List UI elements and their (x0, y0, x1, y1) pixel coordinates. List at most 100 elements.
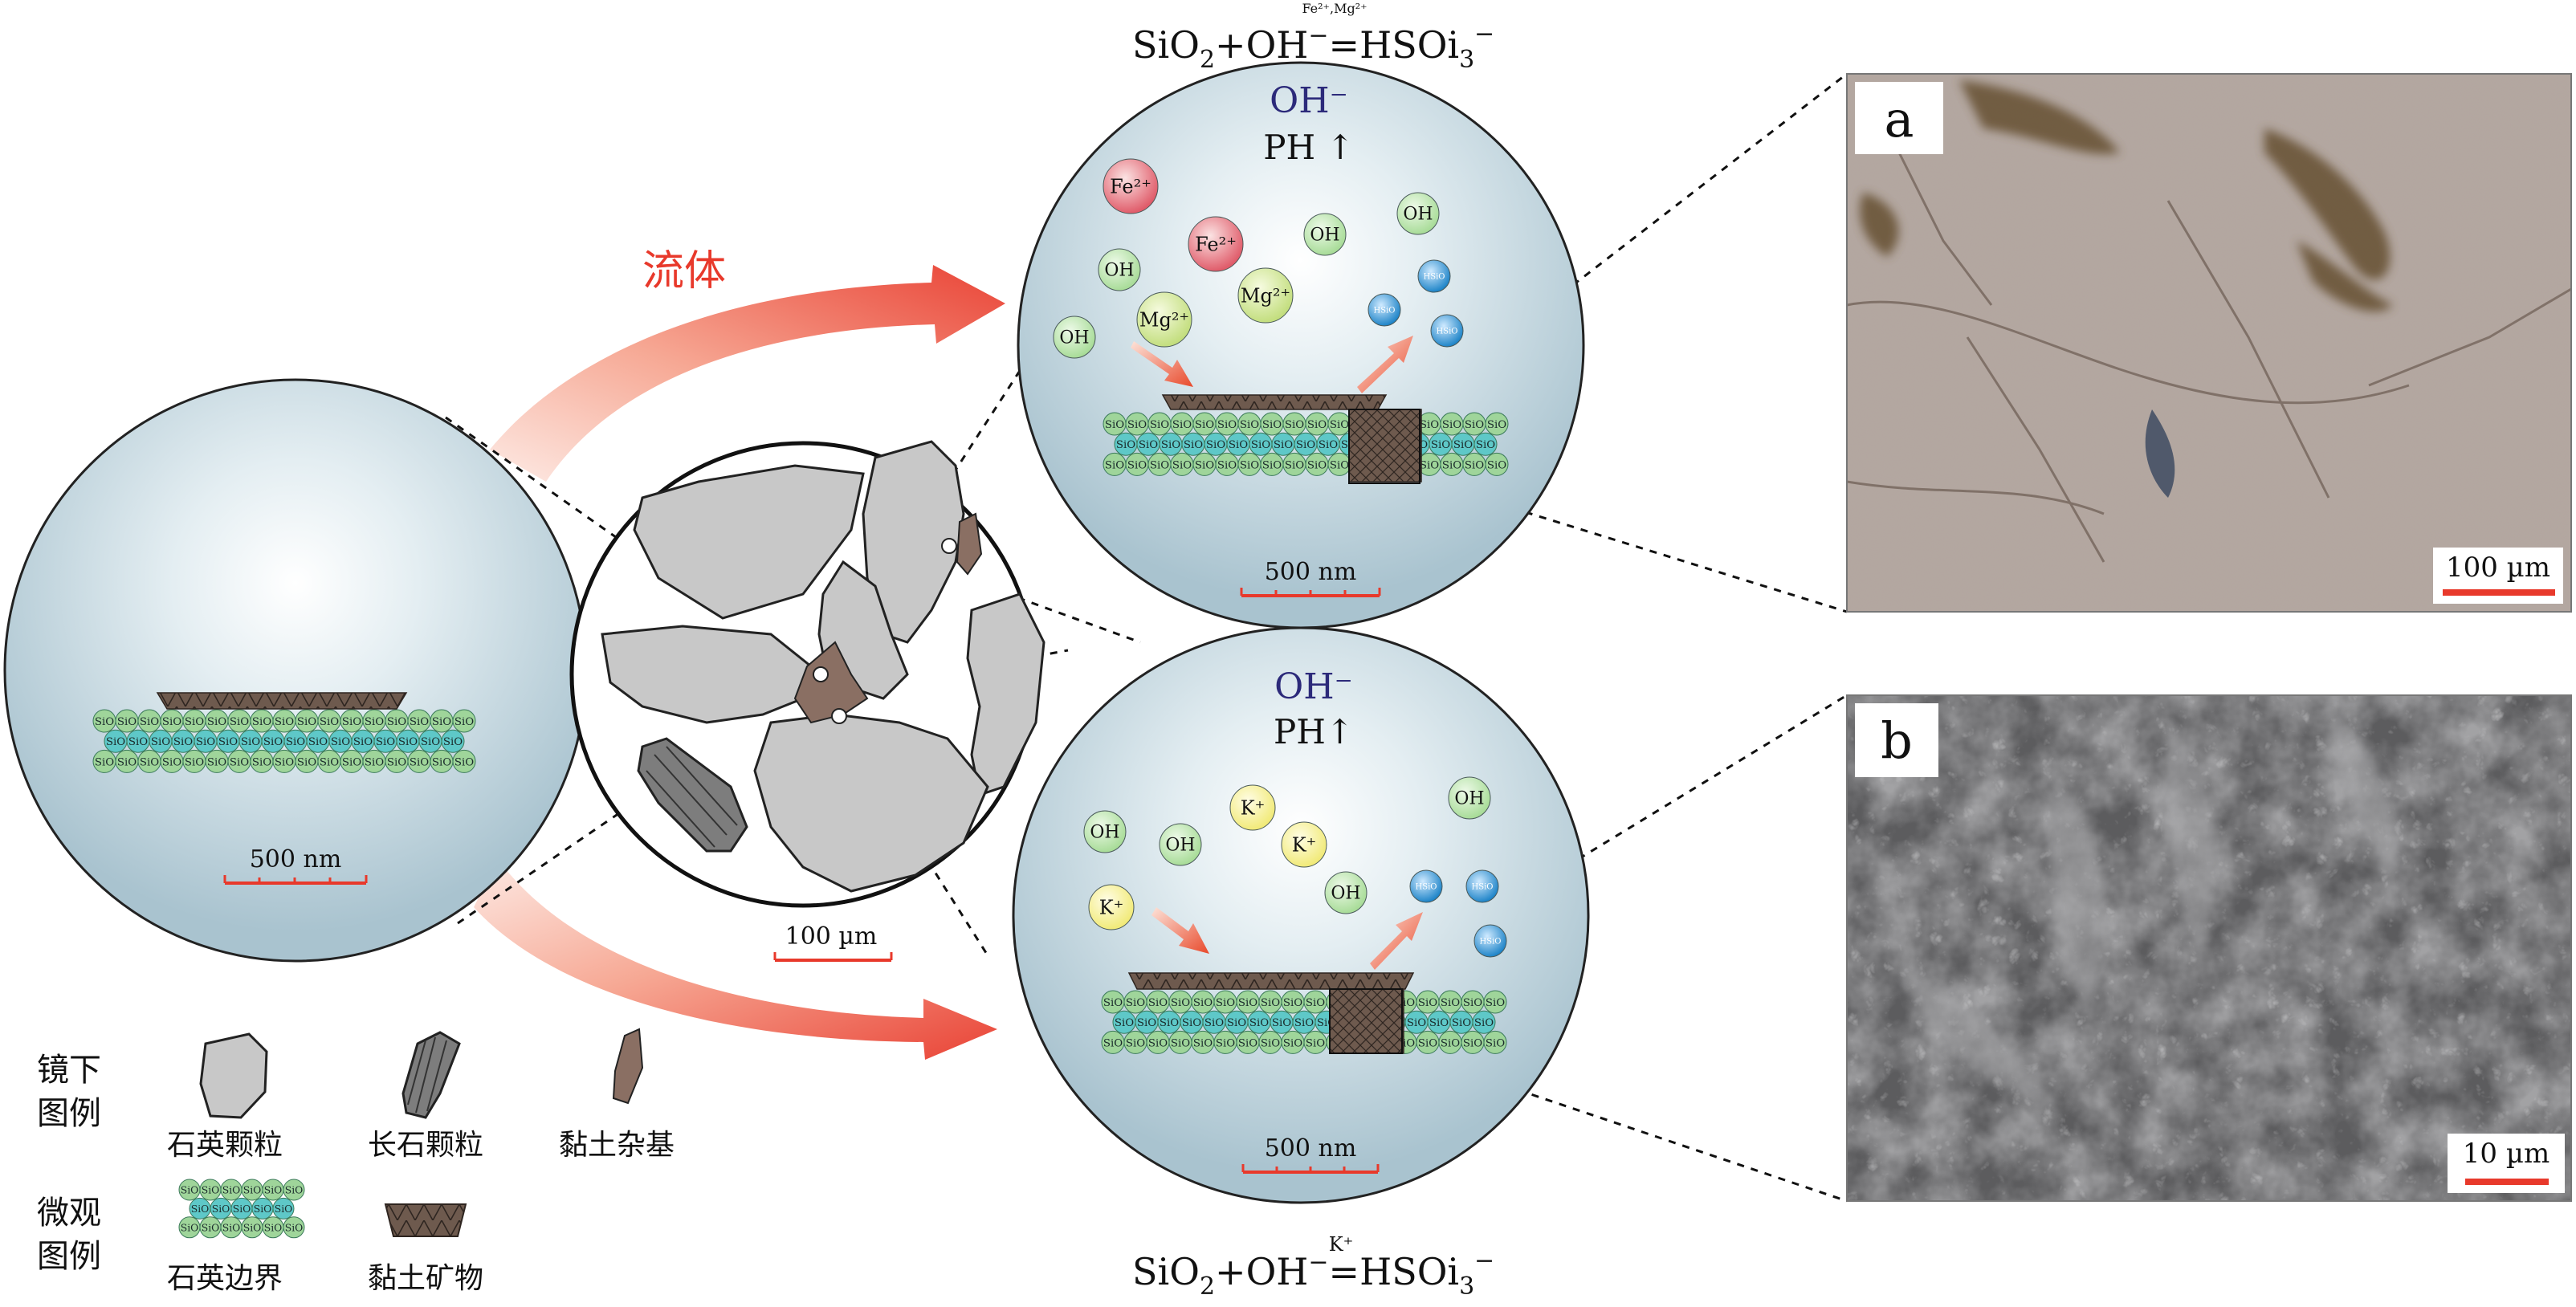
svg-text:SiO: SiO (202, 1222, 220, 1233)
svg-text:SiO: SiO (181, 1185, 199, 1196)
svg-text:HSiO: HSiO (1437, 328, 1458, 336)
quartz-grain-dot: SiO (92, 709, 116, 733)
svg-text:SiO: SiO (1272, 1017, 1291, 1029)
svg-text:SiO: SiO (1160, 1017, 1179, 1029)
top-zoom-box (1348, 409, 1420, 484)
quartz-grain-dot: SiO (241, 1179, 263, 1201)
legend-clay-matrix-symbol (612, 1028, 644, 1105)
svg-text:SiO: SiO (196, 736, 215, 748)
svg-text:SiO: SiO (1418, 997, 1437, 1009)
svg-text:SiO: SiO (1285, 459, 1304, 471)
quartz-grain-dot: SiO (283, 1216, 305, 1239)
svg-text:SiO: SiO (185, 756, 204, 768)
svg-text:SiO: SiO (1126, 997, 1145, 1009)
svg-text:SiO: SiO (410, 716, 429, 728)
svg-text:SiO: SiO (1442, 459, 1461, 471)
quartz-grain-dot: SiO (1305, 412, 1329, 436)
quartz-grain-dot: SiO (1215, 412, 1239, 436)
quartz-grain-dot: SiO (1449, 1010, 1473, 1034)
quartz-grain-dot: SiO (1192, 452, 1217, 476)
quartz-grain-dot: SiO (250, 749, 274, 773)
quartz-grain-dot: SiO (1483, 1030, 1507, 1054)
quartz-grain-dot: SiO (441, 729, 465, 753)
svg-text:OH: OH (1310, 226, 1339, 246)
svg-text:SiO: SiO (202, 1185, 220, 1196)
quartz-grain-dot: SiO (1170, 412, 1194, 436)
svg-text:SiO: SiO (1330, 459, 1349, 471)
svg-text:SiO: SiO (128, 736, 148, 748)
quartz-grain-dot: SiO (1258, 1030, 1282, 1054)
svg-text:SiO: SiO (1172, 419, 1192, 431)
quartz-grain-dot: SiO (1215, 452, 1239, 476)
svg-text:SiO: SiO (243, 1185, 262, 1196)
quartz-grain-dot: SiO (178, 1179, 201, 1201)
quartz-grain-dot: SiO (272, 749, 296, 773)
svg-text:SiO: SiO (151, 736, 170, 748)
svg-text:SiO: SiO (263, 736, 283, 748)
quartz-grain (633, 464, 865, 620)
svg-text:SiO: SiO (342, 756, 361, 768)
svg-text:SiO: SiO (1441, 1037, 1460, 1049)
svg-text:SiO: SiO (254, 1203, 272, 1215)
catalyst-bottom: K⁺ (1329, 1233, 1354, 1256)
svg-text:SiO: SiO (1261, 997, 1280, 1009)
quartz-grain-dot: SiO (1123, 990, 1147, 1014)
quartz-grain-dot: SiO (1103, 452, 1127, 476)
ion-oh: OH (1303, 213, 1347, 256)
svg-text:SiO: SiO (1216, 1037, 1235, 1049)
quartz-grain-dot: SiO (1461, 990, 1485, 1014)
top-sphere: OH⁻ PH ↑ Fe²⁺Fe²⁺Mg²⁺Mg²⁺OHOHOHOHHSiOHSi… (1017, 61, 1585, 629)
svg-text:SiO: SiO (1105, 459, 1124, 471)
svg-text:SiO2+OH−=HSOi3: SiO2+OH−=HSOi3 (1132, 1248, 1474, 1301)
quartz-grain (753, 713, 989, 893)
ion-hsio: HSiO (1409, 869, 1443, 903)
svg-text:SiO: SiO (275, 716, 294, 728)
svg-text:SiO: SiO (95, 716, 114, 728)
quartz-grain-dot: SiO (295, 709, 319, 733)
svg-text:HSiO: HSiO (1416, 883, 1437, 892)
quartz-grain-dot: SiO (1180, 1010, 1204, 1034)
quartz-grain-dot: SiO (137, 709, 161, 733)
svg-text:SiO: SiO (1240, 459, 1259, 471)
svg-text:Mg²⁺: Mg²⁺ (1241, 284, 1290, 307)
svg-text:SiO: SiO (95, 756, 114, 768)
quartz-grain-dot: SiO (1440, 412, 1464, 436)
top-scale-label: 500 nm (1265, 558, 1357, 586)
svg-text:SiO: SiO (1148, 1037, 1168, 1049)
quartz-grain-dot: SiO (220, 1216, 243, 1239)
svg-text:SiO: SiO (320, 716, 339, 728)
svg-text:SiO: SiO (233, 1203, 251, 1215)
ion-k: K⁺ (1281, 821, 1327, 868)
legend-clay-mineral-label: 黏土矿物 (368, 1262, 483, 1295)
quartz-grain-dot: SiO (1135, 1010, 1159, 1034)
svg-text:SiO: SiO (1126, 1037, 1145, 1049)
svg-text:OH: OH (1090, 823, 1119, 843)
ion-hsio: HSiO (1417, 259, 1451, 293)
svg-text:SiO: SiO (331, 736, 350, 748)
quartz-grain-dot: SiO (1404, 1010, 1429, 1034)
legend-micro-title: 微观 (37, 1195, 101, 1232)
top-clay-block (1348, 409, 1422, 482)
quartz-grain-dot: SiO (1168, 990, 1192, 1014)
quartz-grain-dot: SiO (1327, 452, 1351, 476)
bottom-scale-label: 500 nm (1265, 1134, 1357, 1162)
svg-text:SiO: SiO (1463, 997, 1482, 1009)
svg-text:SiO: SiO (1465, 419, 1484, 431)
svg-text:SiO: SiO (275, 756, 294, 768)
svg-text:SiO: SiO (241, 736, 260, 748)
quartz-grain-dot: SiO (1101, 990, 1125, 1014)
quartz-grain-dot: SiO (1462, 452, 1486, 476)
quartz-grain-dot: SiO (1191, 1030, 1215, 1054)
quartz-grain-dot: SiO (1247, 1010, 1271, 1034)
svg-text:SiO: SiO (1441, 997, 1460, 1009)
quartz-grain-dot: SiO (115, 709, 139, 733)
top-clay-layer (1161, 394, 1388, 410)
svg-text:SiO: SiO (365, 716, 384, 728)
svg-text:SiO: SiO (1487, 419, 1506, 431)
quartz-grain-dot: SiO (1485, 452, 1509, 476)
ion-arrow-in (1151, 907, 1209, 954)
svg-text:SiO: SiO (1294, 1017, 1314, 1029)
quartz-grain-dot: SiO (272, 709, 296, 733)
